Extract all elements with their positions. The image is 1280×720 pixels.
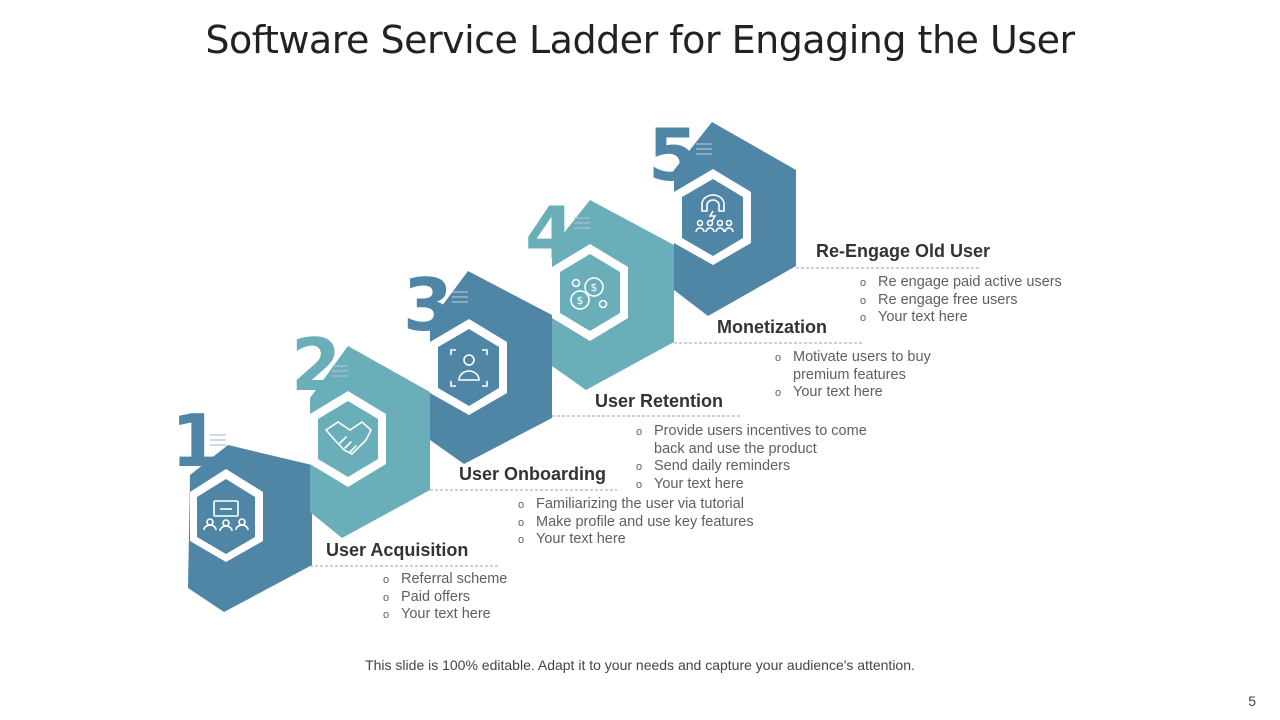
- step-3-bullet: Send daily reminders: [632, 458, 894, 476]
- step-2-bullet: Familiarizing the user via tutorial: [514, 496, 794, 514]
- svg-text:$: $: [591, 281, 598, 294]
- step-4-number: 4: [525, 191, 575, 275]
- coins-icon: $ $: [570, 277, 608, 310]
- step-5-icon-badge: [682, 179, 743, 256]
- step-2-bullets: Familiarizing the user via tutorial Make…: [514, 496, 794, 549]
- step-1-bullet: Paid offers: [379, 589, 559, 607]
- step-4-bullets: Motivate users to buy premium features Y…: [771, 349, 961, 402]
- step-2-bullet: Your text here: [514, 531, 794, 549]
- page-number: 5: [1248, 693, 1256, 709]
- magnet-users-icon: [695, 194, 734, 233]
- step-2: 2: [291, 323, 430, 538]
- step-1-title: User Acquisition: [326, 540, 469, 560]
- step-1-bullets: Referral scheme Paid offers Your text he…: [379, 571, 559, 624]
- step-4-icon-badge: [560, 254, 620, 331]
- title-underlines: [310, 267, 980, 567]
- handshake-icon: [325, 420, 372, 455]
- step-3-bullet: Provide users incentives to come back an…: [632, 423, 894, 458]
- slide-title: Software Service Ladder for Engaging the…: [205, 18, 1075, 62]
- step-4-number-dashes: [574, 217, 590, 229]
- step-4-title: Monetization: [717, 317, 827, 337]
- step-5-bullet: Re engage paid active users: [856, 274, 1096, 292]
- step-5-number-dashes: [696, 143, 712, 155]
- step-3-bullet: Your text here: [632, 476, 894, 494]
- step-1-number: 1: [171, 399, 221, 483]
- step-3-bullets: Provide users incentives to come back an…: [632, 423, 894, 493]
- step-3-title: User Retention: [595, 391, 724, 411]
- step-2-title: User Onboarding: [459, 464, 607, 484]
- user-frame-icon: [450, 349, 488, 387]
- step-2-icon-badge: [318, 401, 378, 477]
- footer-note: This slide is 100% editable. Adapt it to…: [365, 657, 915, 673]
- network-meeting-icon: [203, 500, 249, 532]
- step-4-bullet: Your text here: [771, 384, 961, 402]
- step-2-number-dashes: [332, 365, 348, 377]
- step-3: 3: [403, 263, 552, 464]
- step-5-bullets: Re engage paid active users Re engage fr…: [856, 274, 1096, 327]
- svg-text:$: $: [577, 294, 584, 307]
- step-4-bullet: Motivate users to buy premium features: [771, 349, 961, 384]
- step-1: 1: [171, 399, 312, 612]
- step-5-bullet: Your text here: [856, 309, 1096, 327]
- step-3-number: 3: [403, 263, 453, 347]
- step-5-bullet: Re engage free users: [856, 292, 1096, 310]
- step-5-number: 5: [648, 113, 698, 197]
- step-5-title: Re-Engage Old User: [816, 241, 991, 261]
- step-1-number-dashes: [210, 434, 226, 446]
- step-1-bullet: Referral scheme: [379, 571, 559, 589]
- step-2-bullet: Make profile and use key features: [514, 514, 794, 532]
- step-1-bullet: Your text here: [379, 606, 559, 624]
- step-5: 5: [648, 113, 796, 316]
- step-3-number-dashes: [452, 291, 468, 303]
- step-4: $ $ 4: [525, 191, 674, 390]
- step-2-number: 2: [291, 323, 341, 407]
